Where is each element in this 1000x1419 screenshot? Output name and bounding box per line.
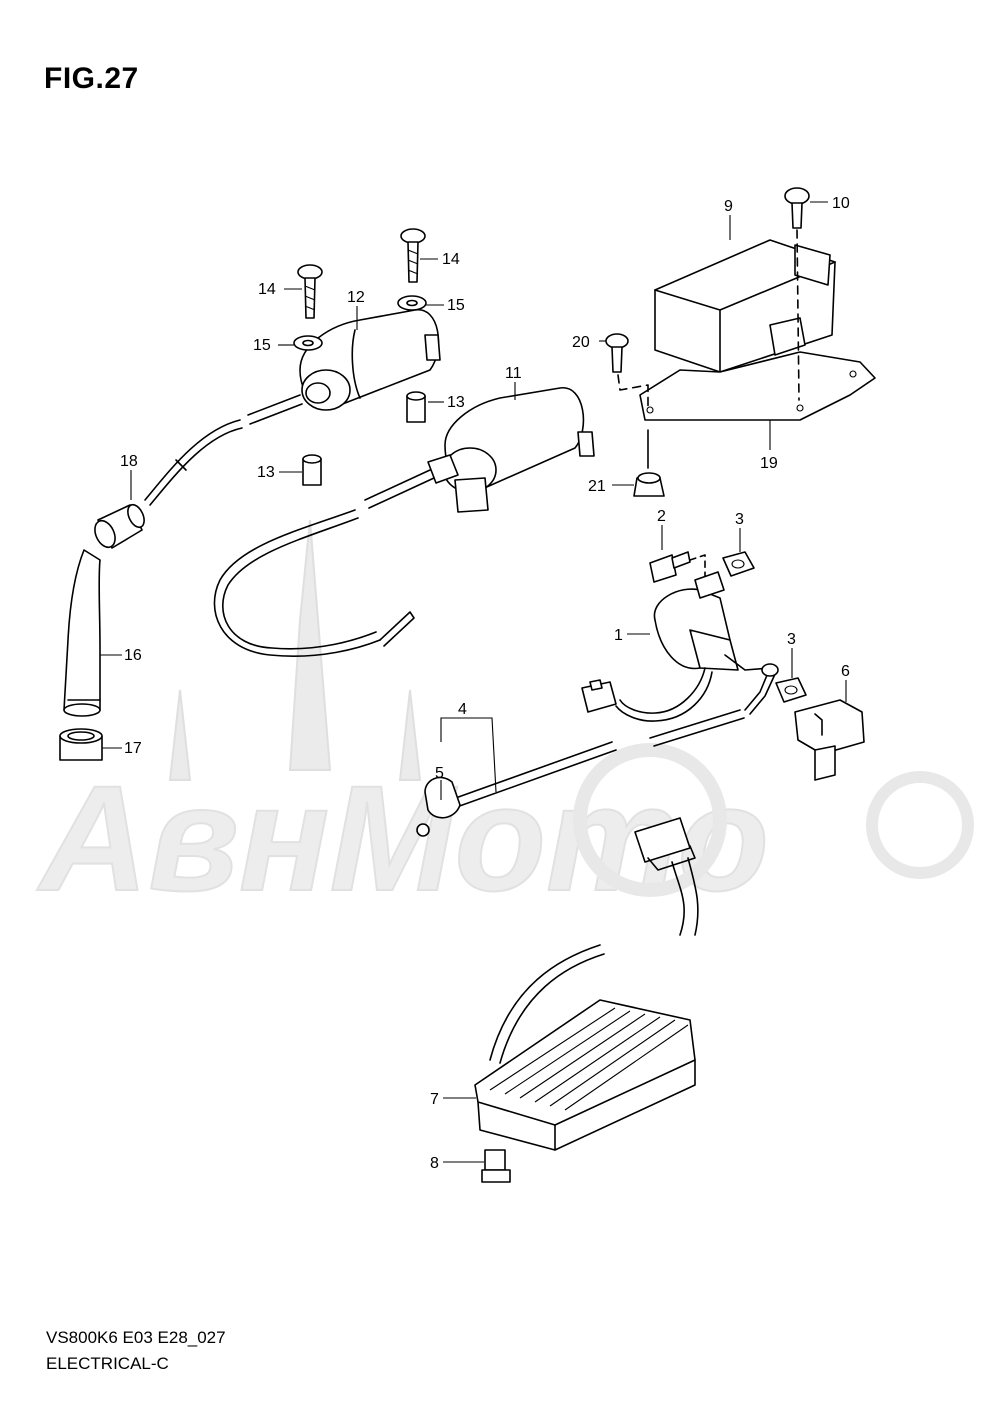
figure-title: FIG.27 bbox=[44, 62, 139, 95]
terminal-cover-6 bbox=[794, 699, 865, 781]
spark-plug-cap-16 bbox=[63, 549, 101, 717]
washer-15-right bbox=[397, 295, 427, 311]
screw-10 bbox=[784, 187, 810, 229]
bolt-8 bbox=[481, 1149, 511, 1183]
callout-4: 4 bbox=[458, 701, 467, 718]
diagram-section-name: ELECTRICAL-C bbox=[46, 1354, 169, 1373]
callout-14-right: 14 bbox=[442, 251, 460, 268]
callout-1: 1 bbox=[614, 627, 623, 644]
callout-6: 6 bbox=[841, 663, 850, 680]
starter-relay-1 bbox=[653, 571, 771, 671]
callout-18: 18 bbox=[120, 453, 138, 470]
callout-15-right: 15 bbox=[447, 297, 465, 314]
ignition-coil-12 bbox=[299, 309, 441, 411]
callout-3-upper: 3 bbox=[735, 511, 744, 528]
plug-cap-fitting-18 bbox=[94, 503, 145, 549]
callout-3-lower: 3 bbox=[787, 631, 796, 648]
washer-15-left bbox=[293, 335, 323, 351]
bolt-14-left bbox=[297, 264, 323, 319]
callout-21: 21 bbox=[588, 478, 606, 495]
callout-20: 20 bbox=[572, 334, 590, 351]
callout-19: 19 bbox=[760, 455, 778, 472]
nut-3-upper bbox=[722, 551, 755, 577]
nut-21 bbox=[633, 472, 665, 497]
callout-9: 9 bbox=[724, 198, 733, 215]
cap-seal-17 bbox=[59, 728, 103, 761]
mounting-bracket-19 bbox=[639, 351, 876, 421]
callout-14-left: 14 bbox=[258, 281, 276, 298]
callout-10: 10 bbox=[832, 195, 850, 212]
regulator-rectifier-7 bbox=[474, 999, 696, 1151]
nut-3-lower bbox=[775, 677, 807, 703]
callout-11: 11 bbox=[505, 365, 522, 382]
callout-5: 5 bbox=[435, 765, 444, 782]
callout-13-upper: 13 bbox=[447, 394, 465, 411]
callout-16: 16 bbox=[124, 647, 142, 664]
callout-8: 8 bbox=[430, 1155, 439, 1172]
screw-20 bbox=[605, 333, 629, 373]
ignitor-unit-9 bbox=[654, 239, 836, 373]
diagram-code: VS800K6 E03 E28_027 bbox=[46, 1328, 226, 1347]
leader-lines bbox=[100, 201, 847, 1163]
callout-17: 17 bbox=[124, 740, 142, 757]
spacer-13-upper bbox=[406, 391, 426, 423]
terminal-5 bbox=[416, 776, 461, 837]
regulator-connector bbox=[634, 817, 696, 871]
callout-7: 7 bbox=[430, 1091, 439, 1108]
spacer-13-lower bbox=[302, 454, 322, 486]
callout-labels: 1 2 3 3 4 5 6 7 8 9 10 11 12 13 13 14 14… bbox=[120, 195, 850, 1172]
ignition-coil-11 bbox=[427, 387, 595, 513]
callout-15-left: 15 bbox=[253, 337, 271, 354]
bolt-14-right bbox=[400, 228, 426, 283]
relay-connector bbox=[581, 679, 617, 713]
callout-12: 12 bbox=[347, 289, 365, 306]
bolt-2 bbox=[649, 551, 691, 583]
callout-13-lower: 13 bbox=[257, 464, 275, 481]
callout-2: 2 bbox=[657, 508, 666, 525]
